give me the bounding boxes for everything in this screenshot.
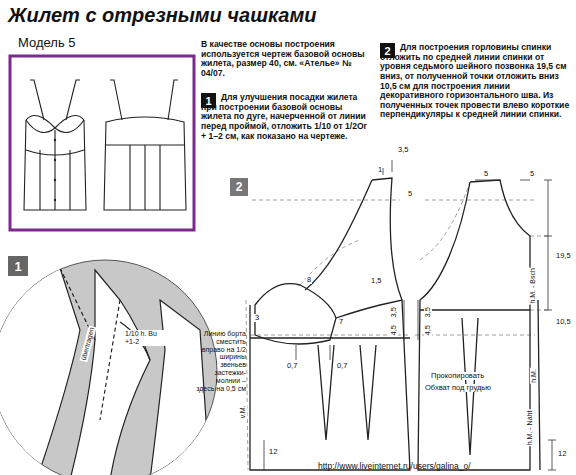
dimension: 5 bbox=[530, 170, 534, 178]
construction-note: Прокопировать bbox=[430, 372, 485, 380]
dimension: 8 bbox=[306, 276, 312, 284]
seam-label: h.M. - Naht bbox=[526, 410, 534, 447]
dimension-note: 1/10 h. Bu +1-2 bbox=[124, 330, 166, 346]
instruction-text: Для улучшения посадки жилета при построе… bbox=[201, 93, 371, 141]
dimension: 5 bbox=[408, 190, 412, 198]
dimension: 1 bbox=[378, 166, 382, 174]
step-number: 1 bbox=[14, 259, 21, 274]
construction-note: Линию борта сместить вправо на 1/2 ширин… bbox=[196, 330, 246, 393]
dimension: 12 bbox=[557, 450, 567, 458]
step-number-box: 2 bbox=[230, 178, 248, 196]
dimension: 1,5 bbox=[370, 277, 382, 285]
step-number: 2 bbox=[236, 180, 243, 194]
model-number: Модель 5 bbox=[18, 36, 76, 51]
watermark: http://www.liveinternet.ru/users/galina_… bbox=[318, 462, 471, 472]
dimension: 3,5 bbox=[424, 306, 432, 318]
seam-label: h.M. - Bsch bbox=[529, 267, 537, 304]
dimension: 19,5 bbox=[555, 252, 572, 260]
dimension: 4,5 bbox=[424, 324, 432, 336]
dimension: 10,5 bbox=[555, 318, 572, 326]
dimension: 12 bbox=[268, 448, 278, 456]
dimension: 0,7 bbox=[286, 362, 298, 370]
dimension: 3,5 bbox=[390, 306, 398, 318]
step-number-box: 1 bbox=[8, 256, 28, 276]
construction-note: Обхват под грудью bbox=[424, 384, 492, 392]
dimension: 3 bbox=[254, 314, 260, 322]
dimension: 4,5 bbox=[390, 324, 398, 336]
note-text: В качестве основы построения используетс… bbox=[201, 40, 371, 79]
dimension: 5 bbox=[484, 170, 488, 178]
seam-label: v.M. bbox=[239, 405, 247, 420]
dimension: 0,7 bbox=[336, 362, 348, 370]
dimension: 7 bbox=[338, 318, 344, 326]
seam-label: h.M. bbox=[530, 368, 538, 384]
page-title: Жилет с отрезными чашками bbox=[8, 4, 316, 26]
instruction-text: Для построения горловины спинки отложить… bbox=[380, 43, 570, 120]
dimension: 3,5 bbox=[398, 146, 408, 154]
